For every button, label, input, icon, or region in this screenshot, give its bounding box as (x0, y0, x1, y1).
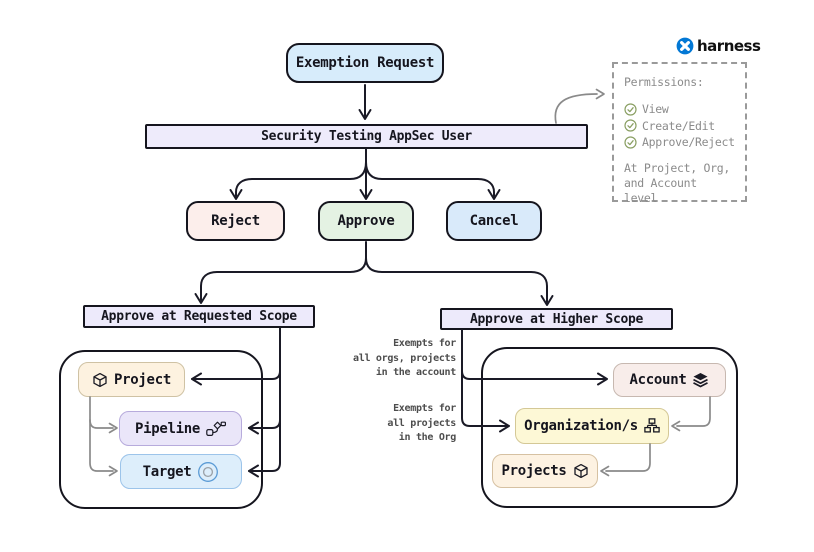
node-approve-higher-scope: Approve at Higher Scope (440, 308, 673, 330)
node-label: Approve at Requested Scope (101, 309, 297, 324)
org-chart-icon (644, 418, 660, 434)
edge-appsec-to-permissions (554, 93, 598, 124)
check-circle-icon (624, 135, 637, 149)
node-label: Organization/s (524, 418, 638, 434)
node-label: Approve at Higher Scope (469, 311, 644, 327)
node-label: Reject (211, 213, 260, 229)
permission-label: View (642, 102, 669, 116)
node-projects: Projects (492, 454, 598, 488)
node-label: Target (142, 463, 192, 480)
node-project: Project (78, 362, 185, 397)
node-cancel: Cancel (446, 201, 542, 241)
annotation-org-exempts: Exempts for all projects in the Org (387, 403, 456, 443)
edge-approve-to-requested (200, 257, 367, 301)
node-organization: Organization/s (515, 408, 669, 444)
node-pipeline: Pipeline (119, 411, 242, 446)
node-approve-requested-scope: Approve at Requested Scope (83, 305, 315, 328)
arrowhead-down (487, 189, 501, 200)
permission-label: Create/Edit (642, 118, 715, 133)
pipeline-icon (206, 421, 227, 437)
edge-appsec-to-reject (235, 161, 367, 197)
node-account: Account (613, 363, 726, 397)
annotation-account-exempts: Exempts for all orgs, projects in the ac… (353, 338, 456, 378)
node-label: Approve (337, 213, 395, 229)
permission-label: Approve/Reject (642, 135, 735, 149)
node-label: Pipeline (134, 420, 201, 437)
arrowhead-down (359, 189, 373, 200)
arrowhead-down (194, 293, 208, 304)
permissions-scope-note: At Project, Org, and Account level (624, 161, 730, 205)
cube-icon (573, 463, 589, 479)
node-label: Security Testing AppSec User (261, 129, 472, 144)
permission-item: Approve/Reject (624, 135, 735, 149)
node-reject: Reject (186, 201, 285, 241)
node-label: Project (114, 371, 171, 388)
target-icon (197, 461, 219, 483)
node-approve: Approve (318, 201, 414, 241)
permissions-title: Permissions: (624, 75, 704, 89)
layers-icon (692, 372, 709, 388)
harness-logo: harness (676, 37, 761, 55)
node-label: Exemption Request (295, 55, 435, 71)
check-circle-icon (624, 119, 637, 132)
edge-appsec-to-cancel (365, 161, 495, 197)
node-label: Cancel (469, 213, 519, 229)
node-target: Target (120, 454, 242, 489)
node-exemption-request: Exemption Request (286, 43, 444, 83)
arrowhead-down (229, 189, 243, 200)
node-label: Account (629, 372, 687, 388)
harness-logo-icon (676, 37, 694, 55)
node-appsec-user: Security Testing AppSec User (145, 124, 588, 149)
arrowhead-down (540, 295, 554, 306)
arrowhead-right (595, 88, 605, 100)
check-circle-icon (624, 102, 637, 116)
higher-scope-container (481, 347, 738, 508)
permission-item: View (624, 102, 735, 116)
permissions-panel: Permissions: View Create/Edit (612, 62, 747, 205)
edge-approve-to-higher (365, 257, 548, 303)
cube-icon (92, 372, 108, 388)
arrowhead-down (358, 109, 372, 120)
node-label: Projects (501, 463, 567, 479)
harness-logo-text: harness (697, 37, 761, 55)
permission-item: Create/Edit (624, 119, 735, 133)
